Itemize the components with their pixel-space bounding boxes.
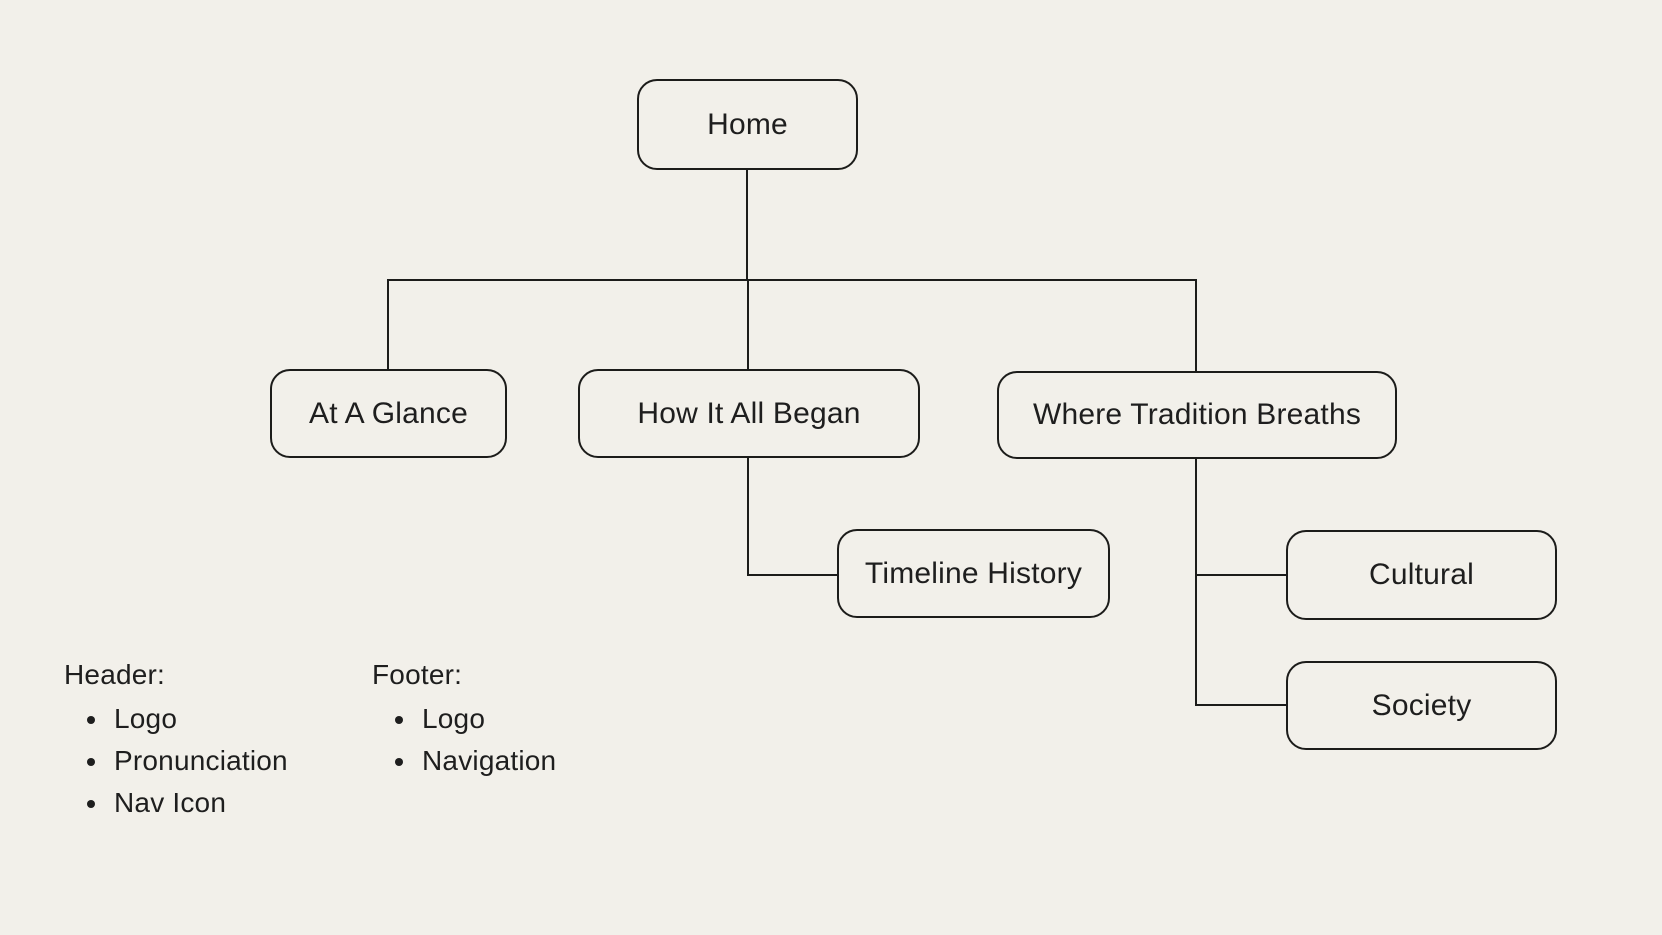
- node-society: Society: [1286, 661, 1557, 750]
- footer-notes-list: Logo Navigation: [372, 698, 556, 782]
- connector-drop-how-it-began: [747, 279, 749, 371]
- node-how-it-all-began: How It All Began: [578, 369, 920, 458]
- node-home: Home: [637, 79, 858, 170]
- node-at-a-glance: At A Glance: [270, 369, 507, 458]
- connector-cultural-horizontal: [1195, 574, 1288, 576]
- footer-notes-title: Footer:: [372, 659, 463, 690]
- header-note-item: Nav Icon: [110, 782, 288, 824]
- footer-note-item: Logo: [418, 698, 556, 740]
- header-notes: Header: Logo Pronunciation Nav Icon: [64, 654, 288, 824]
- header-notes-list: Logo Pronunciation Nav Icon: [64, 698, 288, 824]
- connector-home-down: [746, 169, 748, 281]
- footer-note-item: Navigation: [418, 740, 556, 782]
- footer-notes: Footer: Logo Navigation: [372, 654, 556, 782]
- connector-horizontal-bus: [387, 279, 1197, 281]
- node-timeline-history: Timeline History: [837, 529, 1110, 618]
- header-note-item: Pronunciation: [110, 740, 288, 782]
- connector-society-horizontal: [1195, 704, 1288, 706]
- header-note-item: Logo: [110, 698, 288, 740]
- connector-drop-tradition: [1195, 279, 1197, 373]
- node-where-tradition-breaths: Where Tradition Breaths: [997, 371, 1397, 459]
- node-cultural: Cultural: [1286, 530, 1557, 620]
- connector-drop-at-a-glance: [387, 279, 389, 371]
- header-notes-title: Header:: [64, 659, 166, 690]
- connector-tradition-down: [1195, 458, 1197, 706]
- connector-began-down: [747, 457, 749, 576]
- connector-timeline-horizontal: [747, 574, 839, 576]
